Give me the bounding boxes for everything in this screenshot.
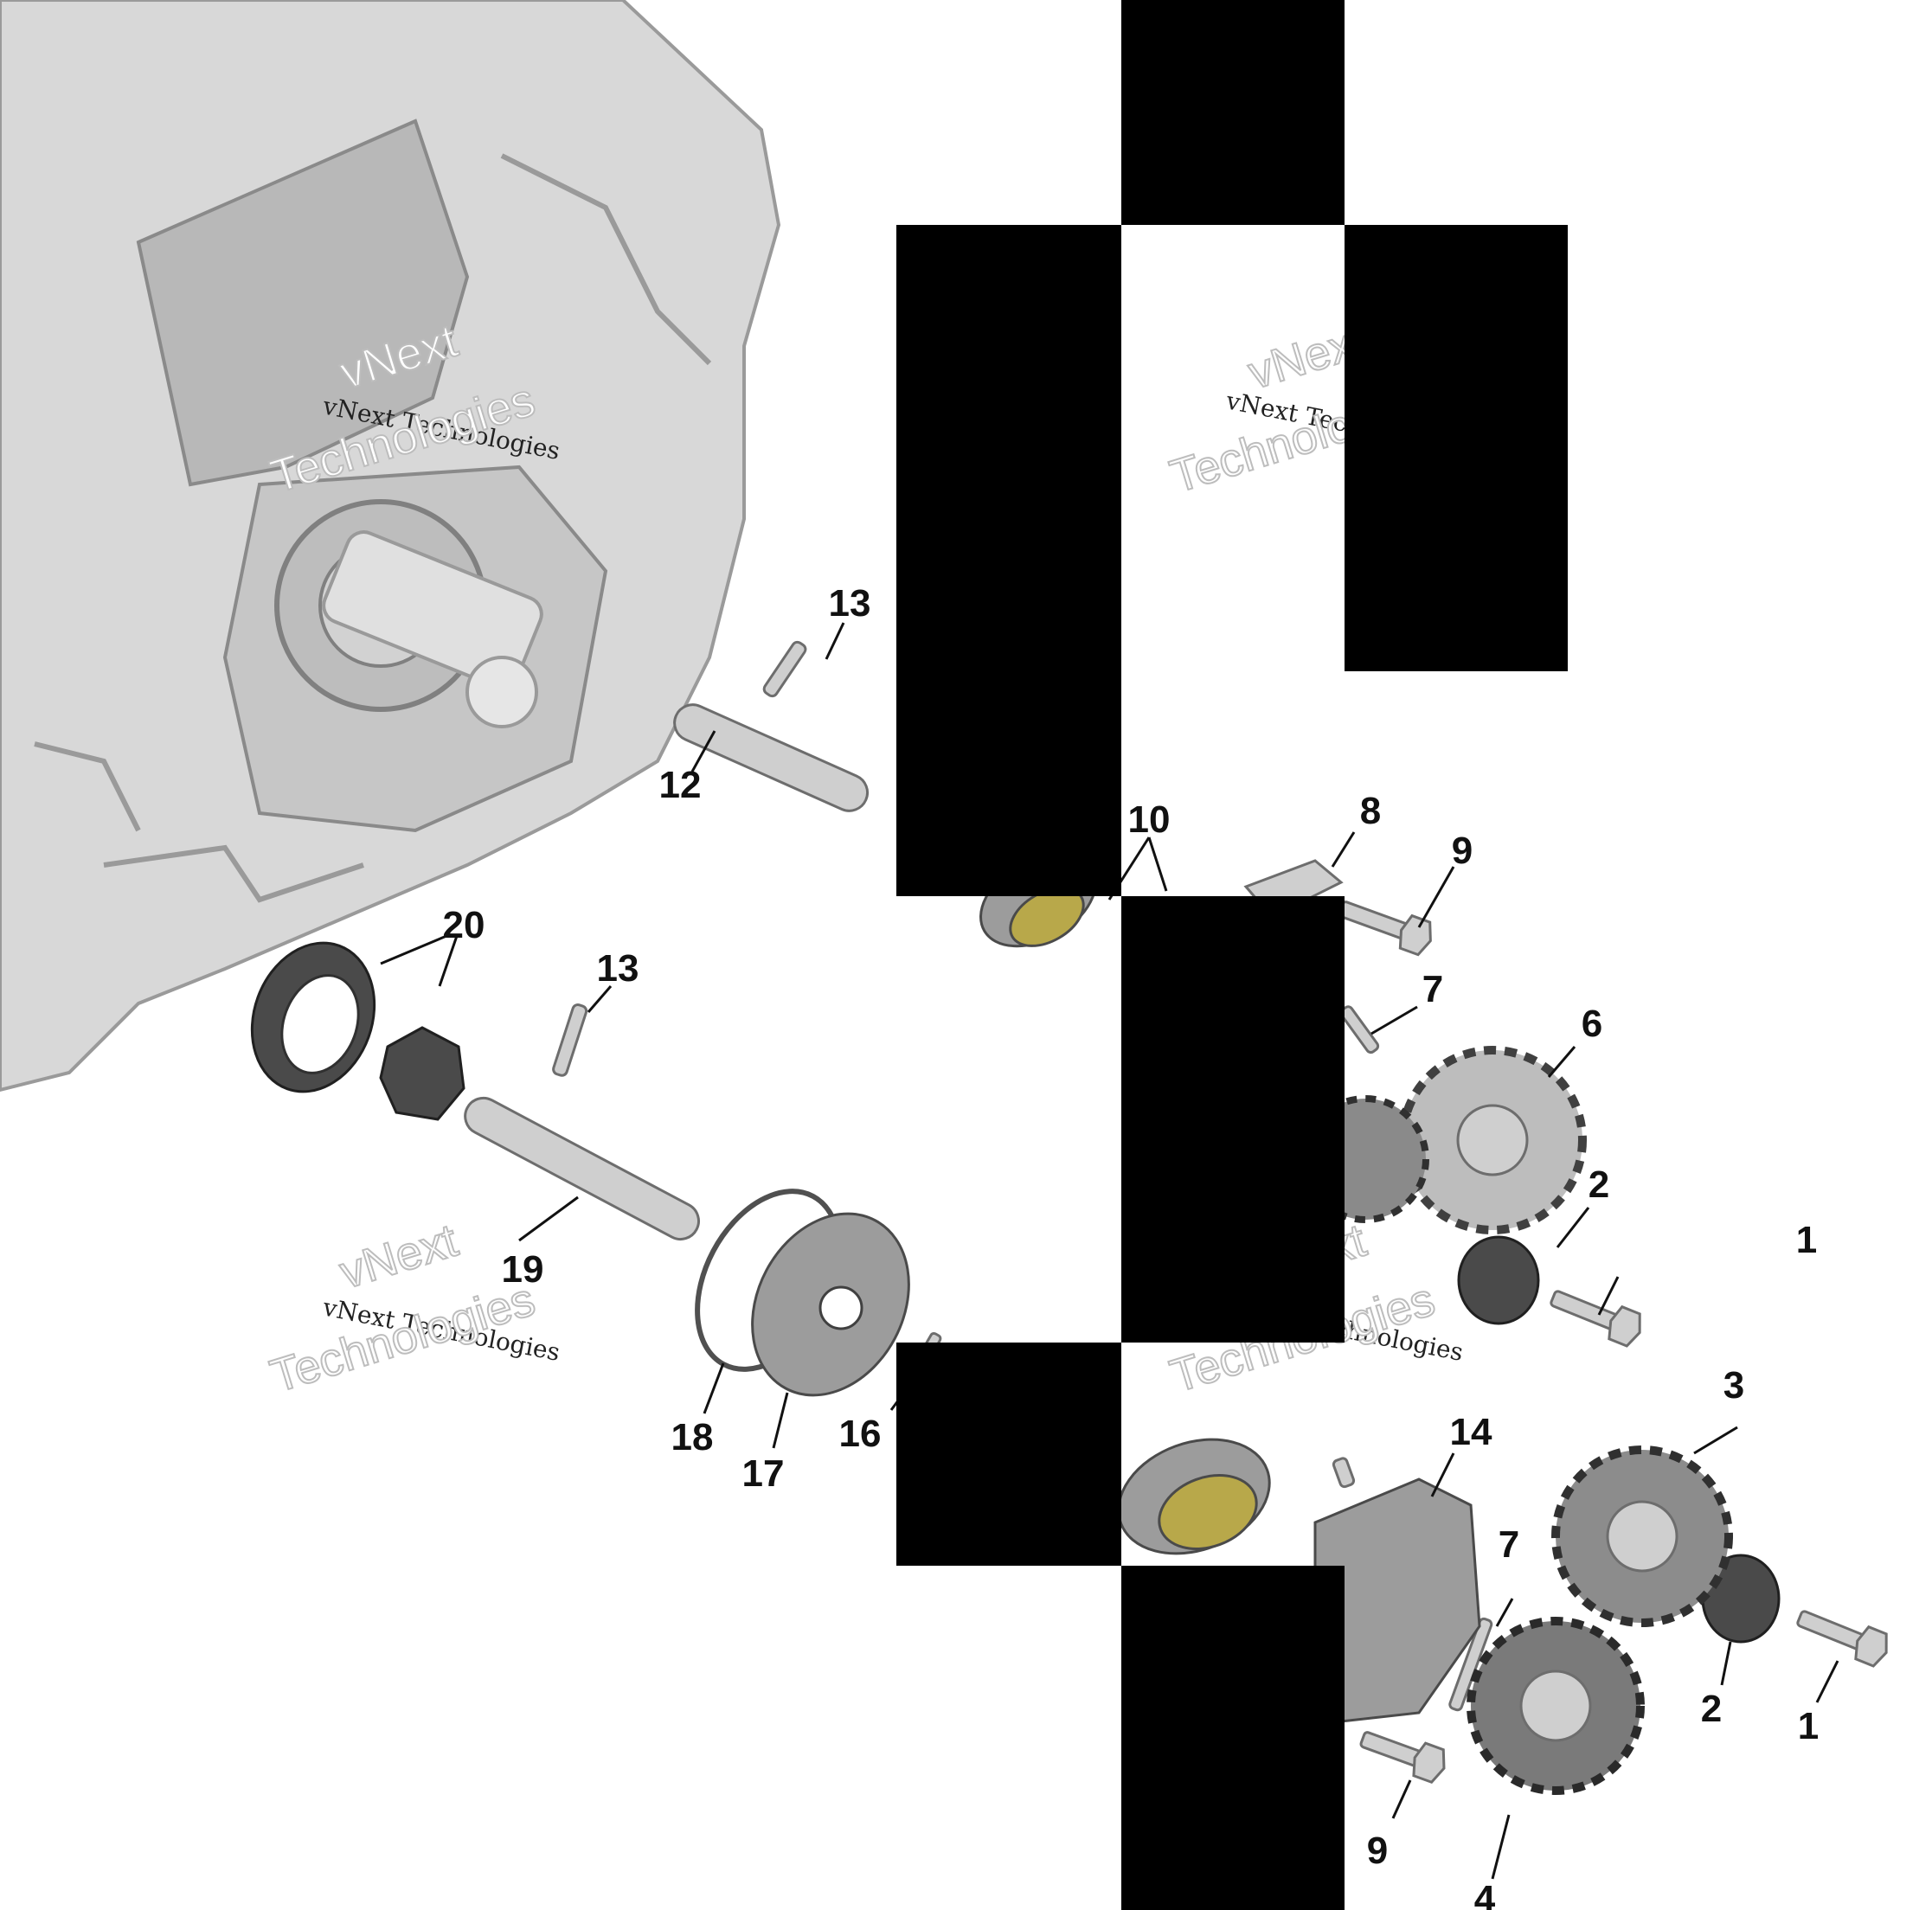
leader-line <box>825 622 845 660</box>
redaction-block <box>1345 225 1568 671</box>
leader-line <box>518 1195 579 1242</box>
callout-label: 13 <box>829 582 871 625</box>
bolt-part <box>1338 901 1432 957</box>
leader-line <box>1370 1005 1418 1035</box>
callout-label: 2 <box>1701 1688 1722 1730</box>
leader-line <box>1491 1814 1511 1880</box>
leader-line <box>1693 1426 1738 1455</box>
bolt-part <box>1359 1731 1446 1785</box>
shaft-part <box>673 703 870 812</box>
callout-label: 7 <box>1422 968 1443 1010</box>
leader-line <box>690 730 716 772</box>
redaction-blocks <box>896 0 1568 1910</box>
leader-line <box>1495 1598 1514 1627</box>
callout-label: 9 <box>1452 830 1473 872</box>
nut-part <box>1457 1235 1540 1325</box>
pin-part <box>552 1003 588 1077</box>
leader-line <box>380 934 447 965</box>
redaction-block <box>896 1343 1121 1566</box>
leader-line <box>438 935 459 987</box>
rotor-ring-inner-part <box>1158 1473 1258 1551</box>
gear-hub-part <box>1606 1500 1678 1573</box>
callout-label: 16 <box>839 1413 882 1455</box>
callout-label: 3 <box>1723 1364 1744 1407</box>
callout-label: 6 <box>1582 1003 1602 1045</box>
redaction-block <box>1121 0 1345 225</box>
callout-label: 19 <box>502 1248 544 1291</box>
pin-part <box>1332 1457 1356 1489</box>
parts <box>250 640 1888 1795</box>
leader-line <box>1331 831 1356 868</box>
leader-line <box>703 1362 725 1414</box>
bolt-part <box>1550 1290 1641 1348</box>
leader-line <box>1417 866 1455 928</box>
leader-line <box>1720 1641 1732 1686</box>
leader-line <box>1547 1046 1576 1078</box>
leader-line <box>587 985 613 1013</box>
callout-label: 12 <box>659 764 702 806</box>
leader-line <box>1147 836 1168 892</box>
pin-part <box>1339 1005 1380 1054</box>
leader-line <box>1597 1276 1620 1316</box>
leader-line <box>1391 1779 1412 1819</box>
leader-line <box>1430 1452 1455 1497</box>
engine-housing <box>0 0 781 1093</box>
callout-label: 20 <box>443 904 485 946</box>
callout-labels: 1 1 2 2 3 4 6 7 7 8 9 9 10 12 13 13 14 1… <box>443 582 1820 1910</box>
pump-body-hole <box>818 1285 863 1330</box>
pin-part <box>1448 1617 1493 1712</box>
gear-hub-part <box>1456 1104 1529 1176</box>
callout-label: 17 <box>742 1452 785 1495</box>
callout-label: 1 <box>1798 1705 1819 1747</box>
redaction-block <box>896 225 1121 896</box>
pin-part <box>762 640 807 698</box>
callout-label: 8 <box>1360 790 1381 832</box>
redaction-block <box>1121 1566 1345 1910</box>
callout-label: 10 <box>1128 798 1171 841</box>
outer-rotor-inner <box>280 974 360 1074</box>
redaction-block <box>1121 896 1345 1343</box>
gear-hub-part <box>1519 1670 1592 1742</box>
callout-label: 13 <box>597 947 639 990</box>
callout-label: 2 <box>1589 1163 1609 1206</box>
shaft-part <box>464 1096 700 1241</box>
callout-label: 7 <box>1499 1523 1519 1566</box>
inner-rotor-part <box>379 1026 465 1121</box>
leader-line <box>1556 1207 1590 1248</box>
callout-label: 9 <box>1367 1830 1388 1872</box>
bolt-part <box>1796 1610 1888 1668</box>
callout-label: 4 <box>1474 1878 1496 1910</box>
watermark-text: vNext <box>334 1215 464 1299</box>
leader-line <box>1815 1660 1839 1703</box>
callout-label: 1 <box>1796 1219 1817 1261</box>
callout-label: 18 <box>671 1416 714 1458</box>
leader-line <box>772 1392 789 1449</box>
callout-label: 14 <box>1450 1411 1492 1453</box>
